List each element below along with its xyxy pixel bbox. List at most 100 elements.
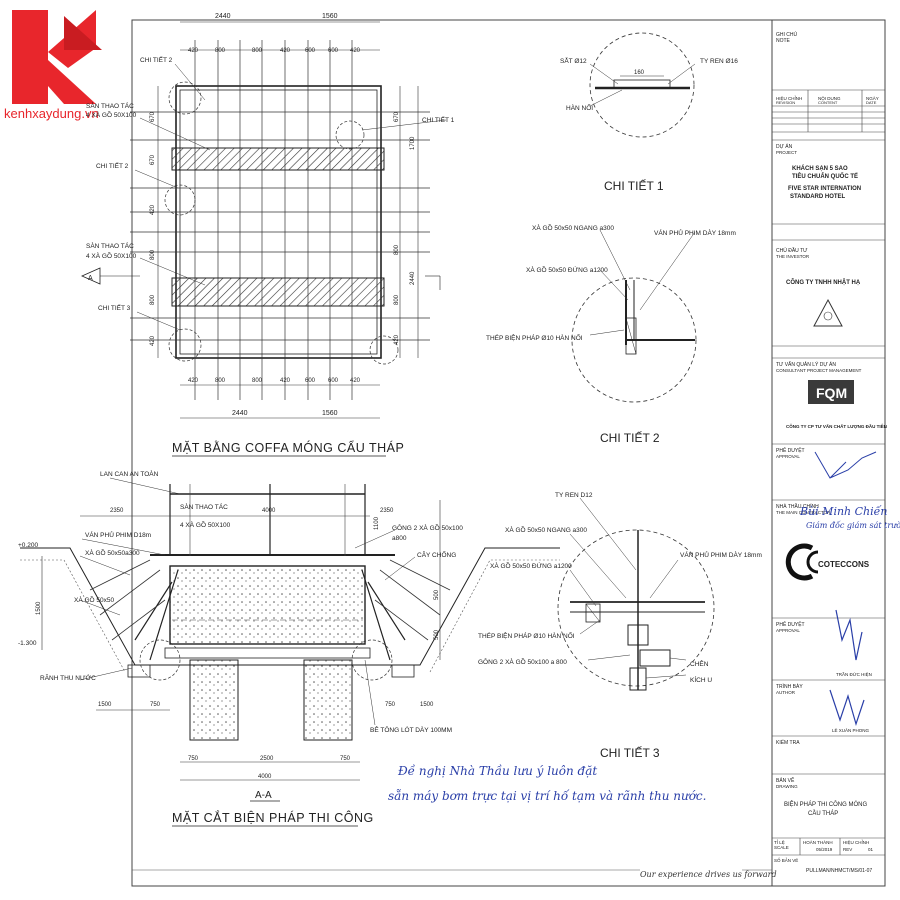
sec-dim-750a: 750 bbox=[150, 702, 161, 708]
plan-left-dim-3: 420 bbox=[150, 204, 156, 215]
sec-label-xa-go-50: XÀ GỒ 50x50a300 bbox=[85, 547, 140, 557]
plan-sub-bot-1: 420 bbox=[188, 378, 199, 384]
sec-dim-2350a: 2350 bbox=[110, 508, 124, 514]
tb-approval2: PHÊ DUYỆT bbox=[776, 620, 805, 628]
d3-label-xg-dung: XÀ GỒ 50x50 ĐỨNG a1200 bbox=[490, 560, 572, 570]
d3-label-van-phu: VÁN PHỦ PHIM DÀY 18mm bbox=[680, 550, 762, 559]
d1-title: CHI TIẾT 1 bbox=[604, 178, 664, 193]
d2-label-xg-dung: XÀ GỒ 50x50 ĐỨNG a1200 bbox=[526, 264, 608, 274]
d2-label-xg-ngang: XÀ GỒ 50x50 NGANG a300 bbox=[532, 222, 614, 232]
sec-dim-750d: 750 bbox=[385, 702, 396, 708]
brand-logo bbox=[4, 8, 114, 118]
plan-sub-bot-6: 600 bbox=[328, 378, 339, 384]
plan-sub-bot-4: 420 bbox=[280, 378, 291, 384]
plan-sub-top-3: 800 bbox=[252, 48, 263, 54]
tb-rev-h1: HIỆU CHỈNH bbox=[776, 94, 802, 101]
plan-left-dim-1: 670 bbox=[150, 111, 156, 122]
plan-sub-top-1: 420 bbox=[188, 48, 199, 54]
plan-dim-bot-1: 2440 bbox=[232, 410, 248, 417]
sec-dim-2350b: 2350 bbox=[380, 508, 394, 514]
sec-label-van-phu: VÁN PHỦ PHIM D18m bbox=[85, 530, 151, 539]
tb-rev-val: 01 bbox=[868, 847, 874, 852]
tb-investor-en: THE INVESTOR bbox=[776, 254, 810, 259]
plan-left-dim-5: 800 bbox=[150, 294, 156, 305]
sec-label-ranh: RÃNH THU NƯỚC bbox=[40, 673, 96, 682]
tb-date-label: HOÀN THÀNH bbox=[803, 839, 833, 845]
plan-sub-top-4: 420 bbox=[280, 48, 291, 54]
handwritten-note-1: Đề nghị Nhà Thầu lưu ý luôn đặt bbox=[397, 763, 597, 778]
tb-rev-e2: CONTENT bbox=[818, 100, 838, 105]
tb-investor-label: CHỦ ĐẦU TƯ bbox=[776, 247, 808, 254]
fqm-logo-box bbox=[808, 380, 854, 404]
investor-logo bbox=[813, 298, 843, 327]
plan-dim-top-2: 1560 bbox=[322, 13, 338, 20]
plan-view bbox=[81, 21, 447, 419]
tb-drawing: DRAWING bbox=[776, 784, 798, 789]
handwritten-note-2: sẵn máy bơm trực tại vị trí hố tạm và rã… bbox=[388, 788, 706, 803]
tb-pm-label: TƯ VẤN QUẢN LÝ DỰ ÁN bbox=[776, 361, 836, 368]
tb-project-vn: KHÁCH SẠN 5 SAO bbox=[792, 165, 848, 172]
d3-label-gong: GÔNG 2 XÀ GỒ 50x100 a 800 bbox=[478, 656, 567, 666]
plan-sub-top-7: 420 bbox=[350, 48, 361, 54]
d2-label-thep: THÉP BIỆN PHÁP Ø10 HÀN NỐI bbox=[486, 332, 583, 342]
plan-left-dim-6: 420 bbox=[150, 335, 156, 346]
tb-project-vn2: TIÊU CHUẨN QUỐC TẾ bbox=[792, 172, 858, 180]
d3-label-thep: THÉP BIỆN PHÁP Ø10 HÀN NỐI bbox=[478, 630, 575, 640]
d1-label-ty-ren: TY REN Ø16 bbox=[700, 58, 738, 65]
tb-date: 05/2019 bbox=[816, 847, 833, 852]
sec-dim-1500: 1500 bbox=[36, 601, 42, 615]
d3-label-chen: CHÊN bbox=[690, 659, 709, 668]
plan-label-xa-go-2: 4 XÀ GỒ 50X100 bbox=[86, 250, 137, 260]
plan-dim-top-1: 2440 bbox=[215, 13, 231, 20]
tb-drawing-no-label: SỐ BẢN VẼ bbox=[774, 857, 798, 863]
tb-rev-e1: REVISION bbox=[776, 100, 795, 105]
detail-2 bbox=[571, 229, 697, 403]
d3-label-ty-ren: TY REN D12 bbox=[555, 492, 593, 499]
d3-title: CHI TIẾT 3 bbox=[600, 745, 660, 760]
signature-2 bbox=[835, 609, 863, 661]
tb-kiem-tra: KIỂM TRA bbox=[776, 739, 800, 746]
plan-label-chi-tiet-3: CHI TIẾT 3 bbox=[98, 302, 131, 312]
tb-project: PROJECT bbox=[776, 150, 797, 155]
plan-sub-bot-2: 800 bbox=[215, 378, 226, 384]
plan-label-chi-tiet-2-top: CHI TIẾT 2 bbox=[140, 54, 173, 64]
plan-right-dim-5: 2440 bbox=[410, 271, 416, 285]
sec-label-be-tong: BÊ TÔNG LÓT DÀY 100MM bbox=[370, 725, 452, 734]
sec-dim-750b: 750 bbox=[188, 756, 199, 762]
plan-sub-bot-5: 600 bbox=[305, 378, 316, 384]
tb-project-en2: STANDARD HOTEL bbox=[790, 194, 846, 200]
tb-fqm: FQM bbox=[816, 385, 847, 401]
tb-du-an: DỰ ÁN bbox=[776, 143, 793, 150]
sec-label-cay-chong: CÂY CHỐNG bbox=[417, 549, 456, 559]
sec-dim-4000t: 4000 bbox=[262, 508, 276, 514]
plan-sub-top-2: 800 bbox=[215, 48, 226, 54]
sec-label-lan-can: LAN CAN AN TOÀN bbox=[100, 469, 159, 478]
sec-level-1: +0.200 bbox=[18, 542, 38, 549]
tb-contractor-en: THE MAIN CONTRACTOR bbox=[776, 510, 831, 515]
sec-dim-750c: 750 bbox=[340, 756, 351, 762]
sec-dim-1100: 1100 bbox=[374, 516, 380, 530]
tb-scale: SCALE bbox=[774, 845, 789, 850]
tb-investor: CÔNG TY TNHH NHẬT HẠ bbox=[786, 278, 861, 286]
tb-approval-en: APPROVAL bbox=[776, 454, 800, 459]
plan-right-dim-2: 1700 bbox=[410, 136, 416, 150]
sec-label-xa-go-4: 4 XÀ GỒ 50X100 bbox=[180, 519, 231, 529]
tb-rev: REV bbox=[843, 847, 852, 852]
plan-right-dim-6: 420 bbox=[394, 334, 400, 345]
footer-slogan: Our experience drives us forward bbox=[640, 870, 777, 879]
sec-label-gong2: GÔNG 2 XÀ GỒ 50x100 bbox=[392, 522, 463, 532]
sec-dim-500a: 500 bbox=[434, 589, 440, 600]
sec-label-xa-go-5050: XÀ GỒ 50x50 bbox=[74, 594, 114, 604]
tb-author-name: LÊ XUÂN PHONG bbox=[832, 726, 870, 733]
plan-sub-bot-7: 420 bbox=[350, 378, 361, 384]
tb-fqm-name: CÔNG TY CP TƯ VẤN CHẤT LƯỢNG ĐẦU TIÊN bbox=[786, 422, 887, 429]
tb-approval: PHÊ DUYỆT bbox=[776, 446, 805, 454]
plan-right-dim-4: 800 bbox=[394, 294, 400, 305]
signature-3 bbox=[829, 689, 865, 727]
plan-label-san-thao-tac-1: SÀN THAO TÁC bbox=[86, 101, 134, 110]
signature-1 bbox=[814, 451, 877, 479]
sec-name: A-A bbox=[255, 790, 272, 801]
section-view bbox=[20, 477, 560, 781]
plan-label-xa-go-1: 4 XÀ GỒ 50X100 bbox=[86, 109, 137, 119]
